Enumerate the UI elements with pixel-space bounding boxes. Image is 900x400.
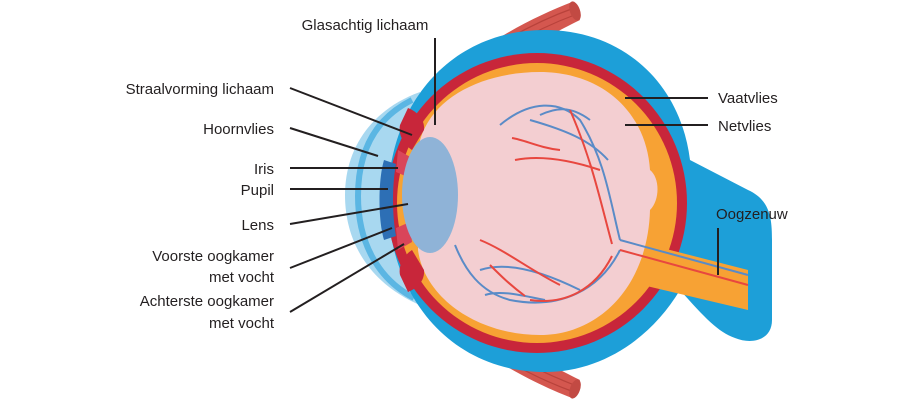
leader-posterior (289, 243, 405, 313)
label-optic-nerve: Oogzenuw (716, 206, 788, 223)
label-retina: Netvlies (718, 118, 771, 135)
vitreous-body (418, 72, 658, 335)
label-ciliary: Straalvorming lichaam (126, 81, 274, 98)
pupil-ring (379, 160, 396, 240)
leader-cornea (289, 127, 379, 157)
label-cornea: Hoornvlies (203, 121, 274, 138)
label-vitreous: Glasachtig lichaam (302, 17, 429, 34)
label-pupil: Pupil (241, 182, 274, 199)
label-lens: Lens (241, 217, 274, 234)
retinal-vessels (454, 104, 749, 304)
ciliary-body-top (399, 108, 425, 150)
label-choroid: Vaatvlies (718, 90, 778, 107)
label-posterior-line2: met vocht (209, 315, 275, 332)
label-posterior-line1: Achterste oogkamer (140, 293, 274, 310)
label-anterior-line2: met vocht (209, 269, 275, 286)
ciliary-body-bottom (399, 250, 425, 292)
lens (402, 137, 458, 253)
label-anterior-line1: Voorste oogkamer (152, 248, 274, 265)
leader-lens (289, 203, 409, 225)
label-iris: Iris (254, 161, 274, 178)
leader-anterior (289, 227, 393, 269)
leader-ciliary (289, 87, 413, 136)
